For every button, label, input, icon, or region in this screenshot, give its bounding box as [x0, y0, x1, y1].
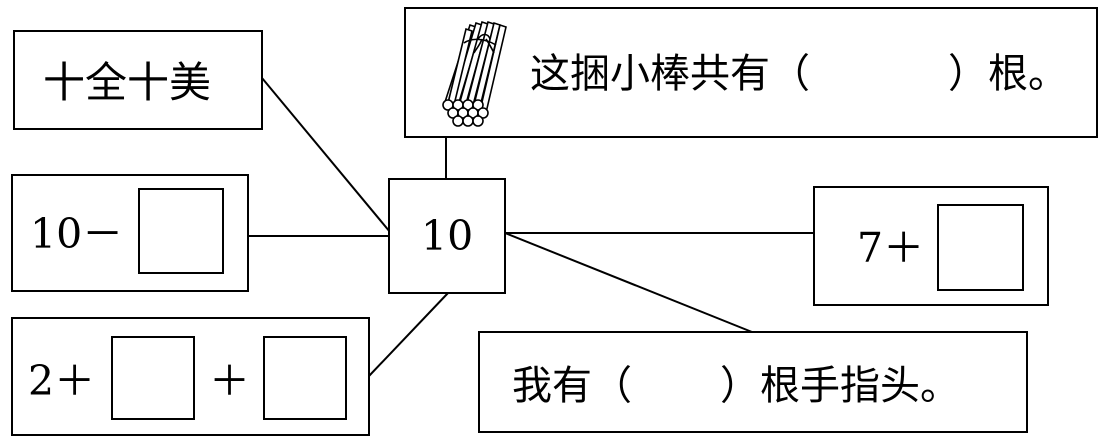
subtraction-text: 10－ — [30, 210, 124, 258]
connector-idiom — [261, 77, 391, 233]
idiom-box: 十全十美 — [13, 30, 263, 130]
sum-box: 2＋ ＋ — [11, 317, 370, 436]
bundle-of-sticks-icon — [442, 20, 507, 127]
sticks-question-prefix: 这捆小棒共有（ — [530, 51, 810, 97]
center-number: 10 — [421, 212, 474, 260]
sticks-question-suffix: ）根。 — [948, 51, 1068, 97]
fingers-question-prefix: 我有（ — [512, 363, 632, 409]
sum-plus-sign: ＋ — [209, 357, 250, 405]
connector-sum — [368, 292, 449, 377]
subtraction-answer-box[interactable] — [138, 188, 224, 274]
connector-fingers — [504, 232, 753, 333]
idiom-text: 十全十美 — [43, 58, 212, 107]
center-number-box: 10 — [388, 178, 506, 294]
addition-box: 7＋ — [813, 186, 1049, 306]
addition-answer-box[interactable] — [937, 204, 1024, 291]
sum-answer-box-2[interactable] — [263, 336, 347, 420]
subtraction-box: 10－ — [11, 174, 249, 292]
fingers-box: 我有（ ）根手指头。 — [478, 331, 1028, 433]
addition-text: 7＋ — [857, 224, 925, 272]
fingers-question-suffix: ）根手指头。 — [720, 363, 960, 409]
sum-answer-box-1[interactable] — [111, 336, 195, 420]
sum-first-operand: 2＋ — [28, 357, 96, 405]
sticks-box: 这捆小棒共有（ ）根。 — [404, 7, 1098, 138]
